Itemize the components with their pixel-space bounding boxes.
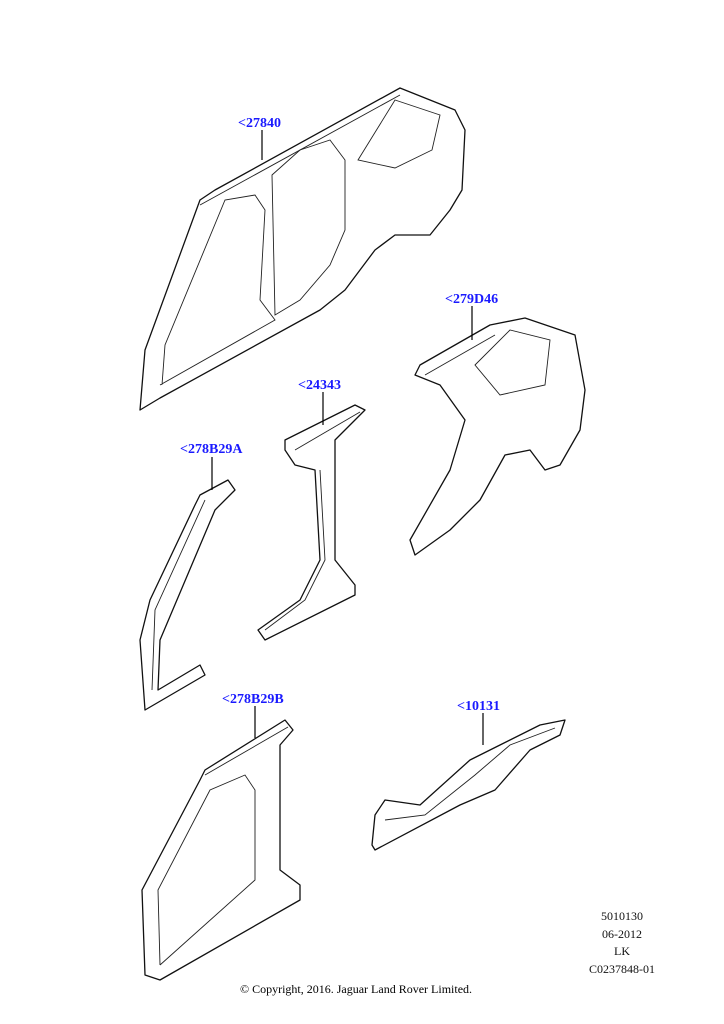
callout-279D46[interactable]: <279D46 xyxy=(445,292,498,340)
callout-27840[interactable]: <27840 xyxy=(238,116,281,160)
illustration-id: C0237848-01 xyxy=(589,961,655,976)
part-a-pillar[interactable] xyxy=(139,479,236,711)
callout-label[interactable]: <278B29A xyxy=(180,442,243,457)
reference-number: 5010130 xyxy=(601,909,643,923)
callout-label[interactable]: <27840 xyxy=(238,116,281,131)
part-quarter-panel[interactable] xyxy=(409,317,586,556)
callout-label[interactable]: <279D46 xyxy=(445,292,498,307)
part-sill[interactable] xyxy=(371,719,566,851)
date: 06-2012 xyxy=(602,926,642,941)
part-b-pillar[interactable] xyxy=(257,404,366,641)
callout-24343[interactable]: <24343 xyxy=(298,378,341,425)
callout-10131[interactable]: <10131 xyxy=(457,699,500,745)
callout-278B29B[interactable]: <278B29B xyxy=(222,692,284,738)
illustration-info: 5010130 06-2012 LK C0237848-01 xyxy=(572,908,672,978)
callout-label[interactable]: <10131 xyxy=(457,699,500,714)
callout-278B29A[interactable]: <278B29A xyxy=(180,442,243,490)
callout-label[interactable]: <24343 xyxy=(298,378,341,393)
copyright: © Copyright, 2016. Jaguar Land Rover Lim… xyxy=(239,982,473,996)
part-front-body-side[interactable] xyxy=(141,719,301,981)
part-body-side-full[interactable] xyxy=(139,87,466,411)
code: LK xyxy=(614,944,630,958)
callout-label[interactable]: <278B29B xyxy=(222,692,284,707)
